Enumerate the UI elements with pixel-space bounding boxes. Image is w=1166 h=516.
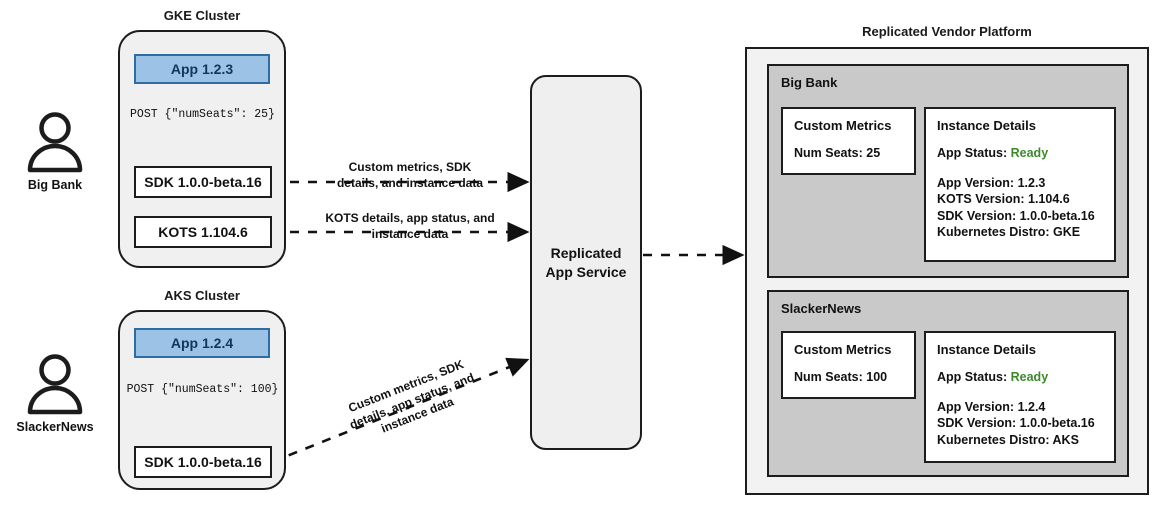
status-badge-big-bank: Ready bbox=[1010, 146, 1049, 160]
post-payload-aks: POST {"numSeats": 100} bbox=[126, 383, 279, 396]
custom-metrics-numseats-slackernews: Num Seats: 100 bbox=[794, 370, 888, 384]
node-sdk-gke[interactable]: SDK 1.0.0-beta.16 bbox=[134, 166, 272, 198]
app-status-row-big-bank: App Status: Ready bbox=[937, 145, 1114, 162]
instance-details-title-slackernews: Instance Details bbox=[937, 342, 1036, 357]
node-sdk-aks[interactable]: SDK 1.0.0-beta.16 bbox=[134, 446, 272, 478]
custom-metrics-numseats-big-bank: Num Seats: 25 bbox=[794, 146, 881, 160]
instance-line-kots-version-big-bank: KOTS Version: 1.104.6 bbox=[937, 192, 1070, 206]
instance-line-sdk-version-slackernews: SDK Version: 1.0.0-beta.16 bbox=[937, 416, 1095, 430]
person-icon-big-bank bbox=[27, 112, 83, 173]
app-status-label-big-bank: App Status: bbox=[937, 146, 1008, 160]
service-line-1: Replicated bbox=[550, 244, 622, 261]
post-payload-gke: POST {"numSeats": 25} bbox=[130, 108, 275, 121]
cluster-title-aks: AKS Cluster bbox=[164, 288, 240, 303]
status-badge-slackernews: Ready bbox=[1010, 370, 1049, 384]
edge-label-sdk-gke: Custom metrics, SDK details, and instanc… bbox=[320, 160, 500, 191]
instance-details-title-big-bank: Instance Details bbox=[937, 118, 1036, 133]
service-line-2: App Service bbox=[545, 263, 627, 280]
platform-title: Replicated Vendor Platform bbox=[862, 24, 1032, 39]
replicated-app-service[interactable]: Replicated App Service bbox=[530, 75, 642, 450]
node-kots-gke[interactable]: KOTS 1.104.6 bbox=[134, 216, 272, 248]
instance-line-k8s-distro-slackernews: Kubernetes Distro: AKS bbox=[937, 432, 1079, 447]
tenant-name-slackernews: SlackerNews bbox=[781, 301, 862, 316]
edge-label-kots-gke: KOTS details, app status, and instance d… bbox=[310, 211, 510, 242]
instance-line-app-version-big-bank: App Version: 1.2.3 bbox=[937, 175, 1046, 190]
custom-metrics-title-big-bank: Custom Metrics bbox=[794, 118, 892, 133]
tenant-name-big-bank: Big Bank bbox=[781, 75, 838, 90]
edge-label-sdk-aks: Custom metrics, SDK details, app status,… bbox=[320, 347, 505, 456]
node-app-gke[interactable]: App 1.2.3 bbox=[134, 54, 270, 84]
node-app-aks[interactable]: App 1.2.4 bbox=[134, 328, 270, 358]
instance-details-card-slackernews: Instance Details App Status: Ready App V… bbox=[924, 331, 1116, 463]
custom-metrics-title-slackernews: Custom Metrics bbox=[794, 342, 892, 357]
edge-label-sdk-gke-line1: Custom metrics, SDK bbox=[348, 160, 472, 174]
app-status-label-slackernews: App Status: bbox=[937, 370, 1008, 384]
custom-metrics-card-big-bank: Custom Metrics Num Seats: 25 bbox=[781, 107, 916, 175]
custom-metrics-card-slackernews: Custom Metrics Num Seats: 100 bbox=[781, 331, 916, 399]
instance-line-k8s-distro-big-bank: Kubernetes Distro: GKE bbox=[937, 225, 1081, 239]
actor-label-big-bank: Big Bank bbox=[27, 178, 83, 192]
app-status-row-slackernews: App Status: Ready bbox=[937, 369, 1114, 386]
instance-line-app-version-slackernews: App Version: 1.2.4 bbox=[937, 399, 1046, 414]
person-icon-slackernews bbox=[27, 354, 83, 415]
instance-details-card-big-bank: Instance Details App Status: Ready App V… bbox=[924, 107, 1116, 262]
cluster-title-gke: GKE Cluster bbox=[163, 8, 241, 23]
edge-label-sdk-gke-line2: details, and instance data bbox=[336, 175, 484, 190]
instance-line-sdk-version-big-bank: SDK Version: 1.0.0-beta.16 bbox=[937, 208, 1095, 223]
edge-label-kots-gke-line2: instance data bbox=[371, 226, 449, 241]
edge-label-kots-gke-line1: KOTS details, app status, and bbox=[325, 211, 495, 225]
actor-label-slackernews: SlackerNews bbox=[16, 420, 94, 434]
